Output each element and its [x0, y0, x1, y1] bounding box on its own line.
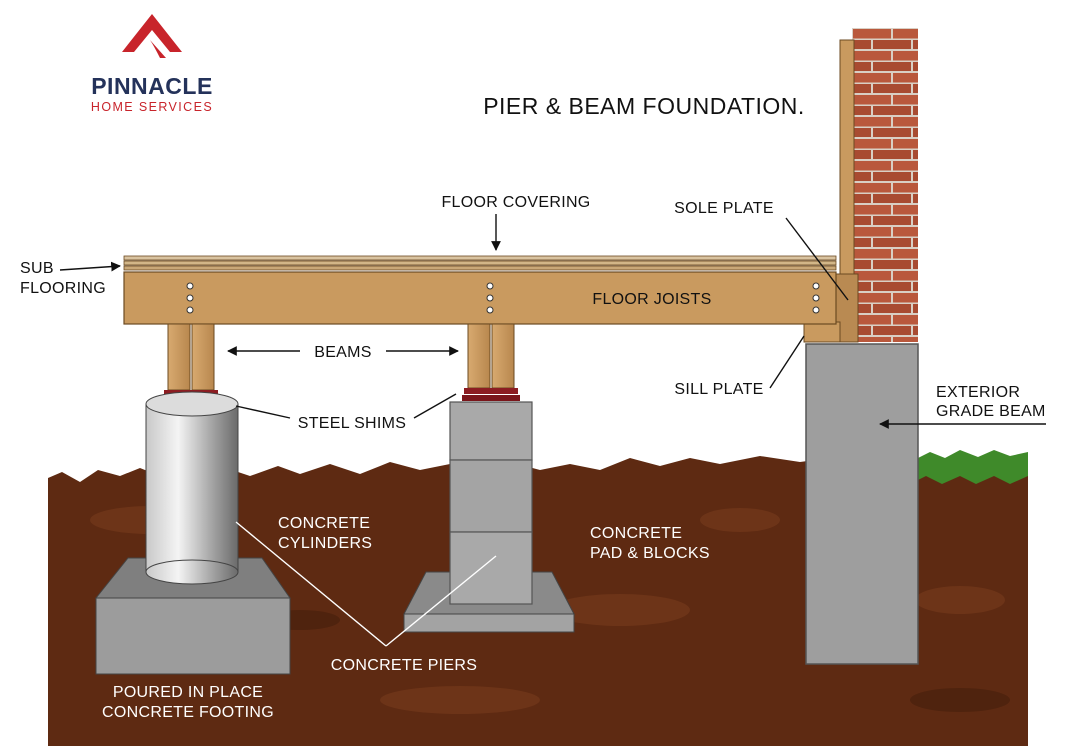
dark-leader-lines — [59, 214, 1046, 429]
brand-tagline: HOME SERVICES — [91, 100, 213, 114]
steel-shims-pointer-right — [413, 393, 457, 419]
concrete-piers-pointer-left — [235, 521, 387, 647]
label-exterior-grade-beam-line2: GRADE BEAM — [936, 403, 1046, 420]
sub-flooring-arrow — [59, 261, 121, 272]
label-poured-footing-line2: CONCRETE FOOTING — [102, 704, 274, 721]
label-poured-footing-line1: POURED IN PLACE — [113, 684, 263, 701]
label-concrete-pad-blocks-line1: CONCRETE — [590, 525, 682, 542]
label-beams: BEAMS — [314, 344, 372, 361]
roof-peak-icon — [122, 14, 182, 58]
beam-post-middle — [467, 323, 515, 389]
poured-concrete-footing — [94, 557, 291, 675]
label-sole-plate: SOLE PLATE — [674, 200, 774, 217]
sill-plate — [803, 321, 841, 343]
label-sub-flooring-line2: FLOORING — [20, 280, 106, 297]
brand-name: PINNACLE — [91, 73, 213, 99]
wall-stud — [839, 39, 855, 275]
label-sub-flooring-line1: SUB — [20, 260, 54, 277]
exterior-grade-beam — [805, 343, 919, 665]
steel-shims-pointer-left — [235, 405, 291, 419]
diagram-title: PIER & BEAM FOUNDATION. — [483, 93, 805, 119]
floor-covering — [123, 255, 837, 261]
label-concrete-pad-blocks-line2: PAD & BLOCKS — [590, 545, 710, 562]
light-leader-lines — [235, 521, 497, 647]
sole-plate-pointer — [785, 217, 849, 301]
concrete-cylinder — [145, 391, 239, 585]
label-exterior-grade-beam-line1: EXTERIOR — [936, 384, 1020, 401]
label-concrete-piers: CONCRETE PIERS — [331, 657, 477, 674]
floor-joists — [123, 271, 837, 325]
label-concrete-cylinders-line2: CYLINDERS — [278, 535, 372, 552]
steel-shims-middle — [462, 388, 520, 401]
grass — [918, 450, 1028, 484]
beam-post-left — [167, 323, 215, 391]
pinnacle-logo: PINNACLE HOME SERVICES — [91, 14, 213, 114]
concrete-blocks — [449, 401, 533, 605]
label-sill-plate: SILL PLATE — [674, 381, 763, 398]
label-steel-shims: STEEL SHIMS — [298, 415, 407, 432]
brick-wall — [852, 28, 918, 342]
joist-bolts — [186, 282, 820, 314]
label-floor-joists: FLOOR JOISTS — [592, 291, 711, 308]
label-floor-covering: FLOOR COVERING — [441, 194, 590, 211]
concrete-piers-pointer-right — [385, 555, 497, 647]
sub-flooring — [123, 260, 837, 266]
label-concrete-cylinders-line1: CONCRETE — [278, 515, 370, 532]
sill-plate-pointer — [769, 335, 805, 389]
